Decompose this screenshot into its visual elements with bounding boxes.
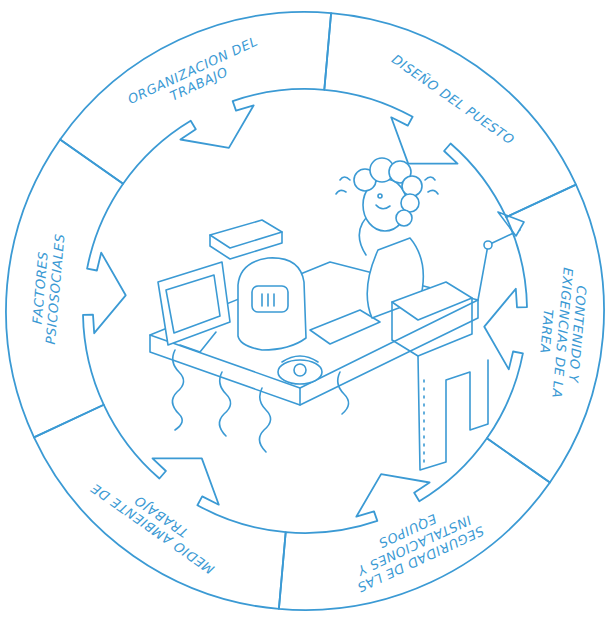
paper-stack-side [210,232,282,259]
cable [219,372,230,436]
continuous-paper [418,356,488,470]
motion-marks [336,177,350,194]
desk-top [150,262,478,388]
cable [259,388,270,452]
screen-mark [267,294,269,306]
segment-arrow-shape [60,12,331,184]
desk-edge [150,300,478,405]
monitor-screen [166,275,220,333]
keyboard [310,310,380,344]
monitor [158,262,230,345]
segment-arrow-shape [324,13,576,217]
paper-holes [423,380,425,465]
person-arm [359,212,372,255]
computer-screen [252,286,288,312]
curly-hair [354,158,422,226]
telephone-dial [294,364,306,376]
paper-stack [210,220,282,248]
cable [338,372,349,414]
segment-arrow-shape [34,405,286,609]
person-head [363,179,407,231]
segment-arrow-shape [279,438,550,610]
person-body [367,238,423,318]
person-eye [378,194,382,198]
person-face [376,205,390,209]
lamp-joint [484,241,492,249]
motion-marks [425,177,438,194]
segment-arrow-shape [6,140,126,438]
segment-arrow-shape [484,185,604,483]
monitor-stand [180,332,216,352]
segment-label: SEGURIDAD DE LAS INSTALACIONES Y EQUIPOS [324,486,505,603]
segment-label: ORGANIZACION DEL TRABAJO [109,25,283,128]
segment-label: FACTORES PSICOSOCIALES [25,198,71,378]
segment-label: MEDIO AMBIENTE DE TRABAJO [75,459,238,586]
printer [392,282,472,320]
lamp-head [498,212,524,236]
printer-side [392,298,472,356]
telephone-handset [282,356,318,362]
computer-unit [238,258,306,350]
screen-mark [273,294,275,306]
screen-mark [261,294,263,306]
telephone [278,360,322,384]
cable [172,350,183,430]
desk-corner [299,388,301,405]
segment-label: DISEÑO DEL PUESTO [376,42,531,157]
segment-label: CONTENIDO Y EXIGENCIAS DE LA TAREA [531,243,592,424]
lamp-arm [478,220,520,300]
